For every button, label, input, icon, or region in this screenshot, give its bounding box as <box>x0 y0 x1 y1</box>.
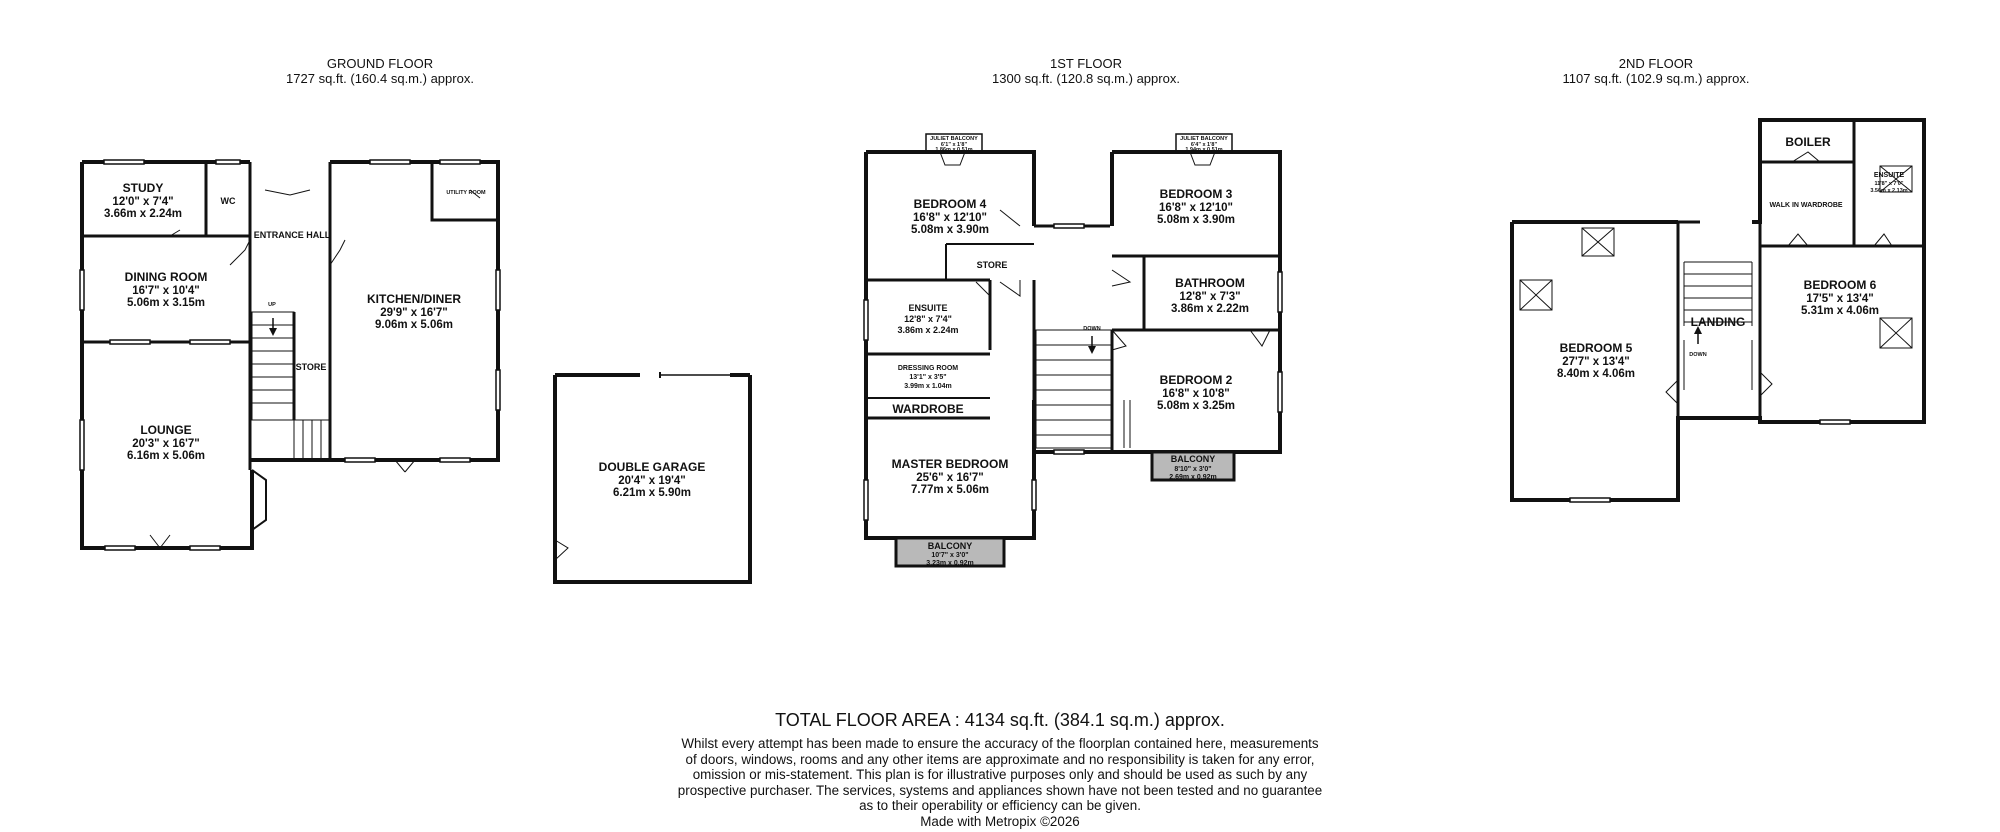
juliet-balcony-4-dim-imperial: 6'1" x 1'8" <box>941 142 968 148</box>
store-label: STORE <box>296 362 327 372</box>
disclaimer: Whilst every attempt has been made to en… <box>560 736 1440 814</box>
second-floor-plan <box>1510 118 1926 503</box>
juliet-balcony-3-label: JULIET BALCONY <box>1180 136 1228 142</box>
juliet-balcony-4-dim-metric: 1.86m x 0.51m <box>935 147 972 153</box>
bedroom-3-label: BEDROOM 3 <box>1160 187 1233 201</box>
boiler-label: BOILER <box>1785 135 1831 149</box>
bedroom-3-dim-imperial: 16'8" x 12'10" <box>1159 202 1233 214</box>
first-floor-plan <box>863 133 1283 568</box>
stair-down-label: DOWN <box>1083 326 1100 332</box>
wardrobe-label: WARDROBE <box>892 402 963 416</box>
bedroom-2-dim-imperial: 16'8" x 10'8" <box>1162 388 1230 400</box>
kitchen-diner-label: KITCHEN/DINER <box>367 292 461 306</box>
ensuite-dim-imperial: 11'8" x 7'0" <box>1875 181 1904 187</box>
disclaimer-line: prospective purchaser. The services, sys… <box>677 782 1323 798</box>
landing-label: LANDING <box>1691 315 1746 329</box>
dressing-room-dim-imperial: 13'1" x 3'5" <box>909 374 946 381</box>
double-garage-label: DOUBLE GARAGE <box>599 460 706 474</box>
lounge-dim-imperial: 20'3" x 16'7" <box>132 438 200 450</box>
ground-floor-header: GROUND FLOOR 1727 sq.ft. (160.4 sq.m.) a… <box>230 56 530 86</box>
walk-in-wardrobe-label: WALK IN WARDROBE <box>1769 202 1842 209</box>
ground-floor-title: GROUND FLOOR <box>326 56 434 71</box>
second-floor-labels: BOILER ENSUITE 11'8" x 7'0" 3.56m x 2.13… <box>1557 135 1908 380</box>
bathroom-dim-imperial: 12'8" x 7'3" <box>1179 291 1240 303</box>
dining-room-dim-metric: 5.06m x 3.15m <box>127 297 205 309</box>
bedroom-4-dim-imperial: 16'8" x 12'10" <box>913 212 987 224</box>
master-bedroom-dim-imperial: 25'6" x 16'7" <box>916 472 984 484</box>
first-floor-area: 1300 sq.ft. (120.8 sq.m.) approx. <box>992 71 1180 86</box>
dressing-room-dim-metric: 3.99m x 1.04m <box>904 383 951 390</box>
double-garage-dim-metric: 6.21m x 5.90m <box>613 487 691 499</box>
ensuite-label: ENSUITE <box>908 303 947 313</box>
bedroom-4-label: BEDROOM 4 <box>914 197 987 211</box>
dining-room-dim-imperial: 16'7" x 10'4" <box>132 285 200 297</box>
balcony-2-dim-imperial: 8'10" x 3'0" <box>1174 466 1211 473</box>
second-floor-header: 2ND FLOOR 1107 sq.ft. (102.9 sq.m.) appr… <box>1506 56 1806 86</box>
bedroom-6-dim-imperial: 17'5" x 13'4" <box>1806 293 1874 305</box>
ensuite-dim-metric: 3.56m x 2.13m <box>1870 188 1907 194</box>
stair-down-label: DOWN <box>1689 352 1706 358</box>
ground-floor-labels: STUDY 12'0" x 7'4" 3.66m x 2.24m WC ENTR… <box>104 181 705 499</box>
balcony-2-dim-metric: 2.69m x 0.92m <box>1169 474 1216 481</box>
juliet-balcony-4-label: JULIET BALCONY <box>930 136 978 142</box>
store-label: STORE <box>977 260 1008 270</box>
total-floor-area: TOTAL FLOOR AREA : 4134 sq.ft. (384.1 sq… <box>775 710 1225 730</box>
disclaimer-line: of doors, windows, rooms and any other i… <box>685 751 1315 767</box>
study-label: STUDY <box>123 181 164 195</box>
bathroom-label: BATHROOM <box>1175 276 1245 290</box>
kitchen-diner-dim-metric: 9.06m x 5.06m <box>375 319 453 331</box>
utility-room-label: UTILITY ROOM <box>446 190 486 196</box>
made-with-credit: Made with Metropix ©2026 <box>920 813 1080 829</box>
ground-floor-plan <box>79 159 752 584</box>
disclaimer-line: Whilst every attempt has been made to en… <box>681 736 1319 751</box>
bedroom-5-dim-metric: 8.40m x 4.06m <box>1557 368 1635 380</box>
first-floor-header: 1ST FLOOR 1300 sq.ft. (120.8 sq.m.) appr… <box>936 56 1236 86</box>
bedroom-5-label: BEDROOM 5 <box>1560 341 1633 355</box>
second-floor-title: 2ND FLOOR <box>1618 56 1694 71</box>
bedroom-4-dim-metric: 5.08m x 3.90m <box>911 224 989 236</box>
first-floor-labels: BEDROOM 4 16'8" x 12'10" 5.08m x 3.90m B… <box>892 136 1249 567</box>
wc-label: WC <box>221 196 236 206</box>
dressing-room-label: DRESSING ROOM <box>898 365 958 372</box>
balcony-2-label: BALCONY <box>1171 454 1216 464</box>
first-floor-title: 1ST FLOOR <box>1049 56 1122 71</box>
bedroom-2-label: BEDROOM 2 <box>1160 373 1233 387</box>
study-dim-metric: 3.66m x 2.24m <box>104 208 182 220</box>
juliet-balcony-3-dim-metric: 1.94m x 0.51m <box>1185 147 1222 153</box>
ensuite-dim-imperial: 12'8" x 7'4" <box>904 314 952 324</box>
lounge-dim-metric: 6.16m x 5.06m <box>127 450 205 462</box>
double-garage-dim-imperial: 20'4" x 19'4" <box>618 475 686 487</box>
bedroom-6-label: BEDROOM 6 <box>1804 278 1877 292</box>
bedroom-3-dim-metric: 5.08m x 3.90m <box>1157 214 1235 226</box>
second-floor-area: 1107 sq.ft. (102.9 sq.m.) approx. <box>1562 71 1750 86</box>
disclaimer-line: omission or mis-statement. This plan is … <box>692 767 1308 782</box>
dining-room-label: DINING ROOM <box>125 270 208 284</box>
entrance-hall-label: ENTRANCE HALL <box>254 230 331 240</box>
footer: TOTAL FLOOR AREA : 4134 sq.ft. (384.1 sq… <box>560 708 1440 829</box>
balcony-master-dim-metric: 3.23m x 0.92m <box>926 560 973 567</box>
disclaimer-line: as to their operability or efficiency ca… <box>859 798 1141 813</box>
ground-floor-area: 1727 sq.ft. (160.4 sq.m.) approx. <box>286 71 474 86</box>
ensuite-label: ENSUITE <box>1874 172 1905 179</box>
balcony-master-dim-imperial: 10'7" x 3'0" <box>931 552 968 559</box>
master-bedroom-label: MASTER BEDROOM <box>892 457 1009 471</box>
juliet-balcony-3-dim-imperial: 6'4" x 1'8" <box>1191 142 1218 148</box>
bedroom-6-dim-metric: 5.31m x 4.06m <box>1801 305 1879 317</box>
bathroom-dim-metric: 3.86m x 2.22m <box>1171 303 1249 315</box>
kitchen-diner-dim-imperial: 29'9" x 16'7" <box>380 307 448 319</box>
bedroom-5-dim-imperial: 27'7" x 13'4" <box>1562 356 1630 368</box>
master-bedroom-dim-metric: 7.77m x 5.06m <box>911 484 989 496</box>
bedroom-2-dim-metric: 5.08m x 3.25m <box>1157 400 1235 412</box>
ensuite-dim-metric: 3.86m x 2.24m <box>897 325 958 335</box>
study-dim-imperial: 12'0" x 7'4" <box>112 196 173 208</box>
stair-up-label: UP <box>268 302 276 308</box>
balcony-master-label: BALCONY <box>928 541 973 551</box>
lounge-label: LOUNGE <box>140 423 191 437</box>
